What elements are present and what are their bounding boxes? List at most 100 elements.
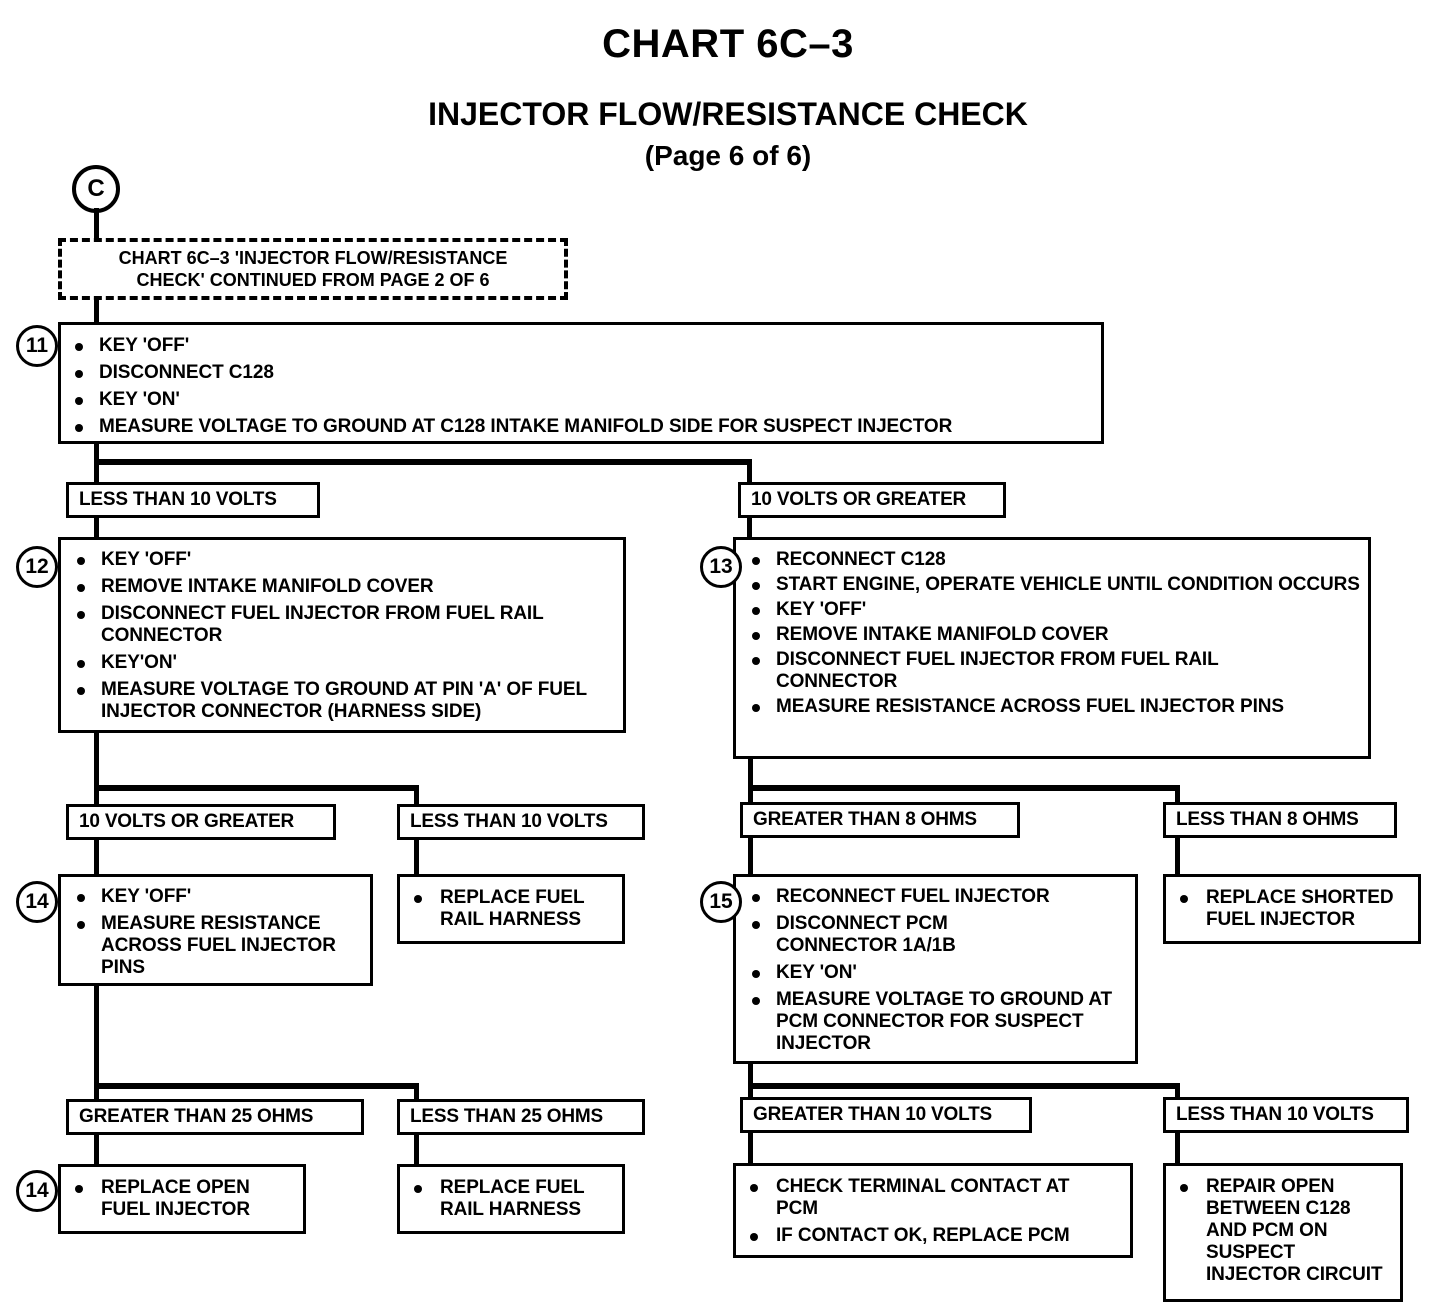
continuation-line-1: CHART 6C–3 'INJECTOR FLOW/RESISTANCE <box>118 248 508 268</box>
branch-stem-step11 <box>94 444 99 464</box>
result-replace-fuel-rail-harness-1: REPLACE FUEL RAIL HARNESS <box>397 874 625 944</box>
branch-bus-step15 <box>748 1083 1180 1089</box>
condition-greater-than-8-ohms: GREATER THAN 8 OHMS <box>740 802 1020 838</box>
step-number-15-label: 15 <box>709 890 733 913</box>
page-indicator: (Page 6 of 6) <box>644 140 812 171</box>
condition-label: LESS THAN 10 VOLTS <box>410 811 608 832</box>
list-item: KEY 'OFF' <box>742 599 1362 621</box>
branch-drop-step13-left <box>748 785 753 807</box>
condition-greater-than-10-volts: GREATER THAN 10 VOLTS <box>740 1097 1032 1133</box>
connector-cond1right-to-step13 <box>747 516 752 538</box>
step-number-12-label: 12 <box>25 555 49 578</box>
step-15-box: RECONNECT FUEL INJECTOR DISCONNECT PCM C… <box>733 874 1138 1064</box>
page-connector-c: C <box>72 165 120 213</box>
condition-label: 10 VOLTS OR GREATER <box>751 489 967 510</box>
list-item: MEASURE VOLTAGE TO GROUND AT PIN 'A' OF … <box>67 679 617 723</box>
result-repair-open-c128-pcm: REPAIR OPEN BETWEEN C128 AND PCM ON SUSP… <box>1163 1163 1403 1302</box>
connector-line-c-to-continuation <box>94 208 99 240</box>
list-item: START ENGINE, OPERATE VEHICLE UNTIL COND… <box>742 574 1362 596</box>
result-replace-shorted-fuel-injector: REPLACE SHORTED FUEL INJECTOR <box>1163 874 1421 944</box>
list-item: CHECK TERMINAL CONTACT AT PCM <box>736 1176 1106 1220</box>
result-check-terminal-contact-pcm: CHECK TERMINAL CONTACT AT PCM IF CONTACT… <box>733 1163 1133 1258</box>
condition-label: LESS THAN 8 OHMS <box>1176 809 1359 830</box>
step-13-list: RECONNECT C128 START ENGINE, OPERATE VEH… <box>742 549 1362 718</box>
step-number-15: 15 <box>700 881 742 923</box>
result-list: REPLACE FUEL RAIL HARNESS <box>400 887 618 931</box>
branch-drop-step11-right <box>747 459 752 484</box>
list-item: KEY'ON' <box>67 652 617 674</box>
list-item: REPAIR OPEN BETWEEN C128 AND PCM ON SUSP… <box>1166 1176 1386 1286</box>
result-list: CHECK TERMINAL CONTACT AT PCM IF CONTACT… <box>736 1176 1126 1247</box>
step-number-14-label: 14 <box>25 890 49 913</box>
continuation-box: CHART 6C–3 'INJECTOR FLOW/RESISTANCE CHE… <box>58 238 568 300</box>
step-13-box: RECONNECT C128 START ENGINE, OPERATE VEH… <box>733 537 1371 759</box>
condition-10-volts-or-greater-a: 10 VOLTS OR GREATER <box>738 482 1006 518</box>
page-subtitle: INJECTOR FLOW/RESISTANCE CHECK <box>428 96 1028 132</box>
continuation-line-2: CHECK' CONTINUED FROM PAGE 2 OF 6 <box>136 269 490 290</box>
step-12-list: KEY 'OFF' REMOVE INTAKE MANIFOLD COVER D… <box>67 549 617 723</box>
list-item: MEASURE VOLTAGE TO GROUND AT PCM CONNECT… <box>742 989 1116 1055</box>
list-item: KEY 'OFF' <box>67 886 364 908</box>
step-15-list: RECONNECT FUEL INJECTOR DISCONNECT PCM C… <box>742 886 1129 1055</box>
result-replace-open-fuel-injector: REPLACE OPEN FUEL INJECTOR <box>58 1164 306 1234</box>
branch-drop-step12-right <box>414 785 419 807</box>
connector-cond2rleft-to-step15 <box>748 836 753 876</box>
list-item: KEY 'OFF' <box>67 549 617 571</box>
condition-label: GREATER THAN 25 OHMS <box>79 1106 314 1127</box>
connector-cond2mid-to-result <box>414 838 419 876</box>
step-14-box: KEY 'OFF' MEASURE RESISTANCE ACROSS FUEL… <box>58 874 373 986</box>
list-item: REPLACE SHORTED FUEL INJECTOR <box>1166 887 1414 931</box>
branch-drop-step11-left <box>94 459 99 484</box>
list-item: REMOVE INTAKE MANIFOLD COVER <box>742 624 1362 646</box>
list-item: MEASURE RESISTANCE ACROSS FUEL INJECTOR … <box>742 696 1362 718</box>
list-item: MEASURE RESISTANCE ACROSS FUEL INJECTOR … <box>67 913 351 979</box>
condition-less-than-10-volts-a: LESS THAN 10 VOLTS <box>66 482 320 518</box>
branch-drop-step14-left <box>94 1083 99 1105</box>
connector-cond2rright-to-result <box>1175 836 1180 876</box>
page-connector-label: C <box>87 175 105 202</box>
branch-stem-step12 <box>94 733 99 791</box>
list-item: DISCONNECT FUEL INJECTOR FROM FUEL RAIL … <box>67 603 611 647</box>
branch-stem-step14 <box>94 986 99 1086</box>
condition-label: LESS THAN 10 VOLTS <box>1176 1104 1374 1125</box>
connector-cond3rright-to-result <box>1175 1131 1180 1165</box>
connector-line-continuation-to-step11 <box>94 300 99 324</box>
branch-drop-step15-left <box>748 1083 753 1105</box>
list-item: IF CONTACT OK, REPLACE PCM <box>736 1225 1126 1247</box>
list-item: MEASURE VOLTAGE TO GROUND AT C128 INTAKE… <box>65 416 1093 438</box>
connector-cond2left-to-step14 <box>94 838 99 876</box>
list-item: DISCONNECT C128 <box>65 362 1093 384</box>
condition-label: 10 VOLTS OR GREATER <box>79 811 295 832</box>
list-item: KEY 'ON' <box>65 389 1093 411</box>
connector-cond3left-to-result <box>94 1133 99 1165</box>
connector-cond1left-to-step12 <box>94 516 99 538</box>
condition-less-than-8-ohms: LESS THAN 8 OHMS <box>1163 802 1397 838</box>
step-number-14b-label: 14 <box>25 1179 49 1202</box>
list-item: DISCONNECT PCM CONNECTOR 1A/1B <box>742 913 1006 957</box>
connector-cond3mid-to-result <box>414 1133 419 1165</box>
page-title: CHART 6C–3 <box>602 22 854 66</box>
branch-drop-step15-right <box>1175 1083 1180 1105</box>
condition-label: GREATER THAN 10 VOLTS <box>753 1104 992 1125</box>
list-item: RECONNECT FUEL INJECTOR <box>742 886 1129 908</box>
list-item: REPLACE FUEL RAIL HARNESS <box>400 1177 615 1221</box>
condition-label: LESS THAN 25 OHMS <box>410 1106 603 1127</box>
branch-bus-step12 <box>94 785 419 791</box>
result-list: REPLACE SHORTED FUEL INJECTOR <box>1166 887 1414 931</box>
step-number-13-label: 13 <box>709 555 733 578</box>
step-number-14b: 14 <box>16 1170 58 1212</box>
step-number-12: 12 <box>16 546 58 588</box>
branch-bus-step14 <box>94 1083 419 1089</box>
branch-stem-step15 <box>748 1064 753 1089</box>
step-14-list: KEY 'OFF' MEASURE RESISTANCE ACROSS FUEL… <box>67 886 364 979</box>
list-item: REMOVE INTAKE MANIFOLD COVER <box>67 576 617 598</box>
result-list: REPLACE OPEN FUEL INJECTOR <box>61 1177 299 1221</box>
condition-less-than-10-volts-c: LESS THAN 10 VOLTS <box>1163 1097 1409 1133</box>
step-12-box: KEY 'OFF' REMOVE INTAKE MANIFOLD COVER D… <box>58 537 626 733</box>
list-item: KEY 'OFF' <box>65 335 1093 357</box>
branch-stem-step13 <box>748 759 753 791</box>
branch-drop-step12-left <box>94 785 99 807</box>
branch-drop-step14-right <box>414 1083 419 1105</box>
list-item: REPLACE OPEN FUEL INJECTOR <box>61 1177 296 1221</box>
